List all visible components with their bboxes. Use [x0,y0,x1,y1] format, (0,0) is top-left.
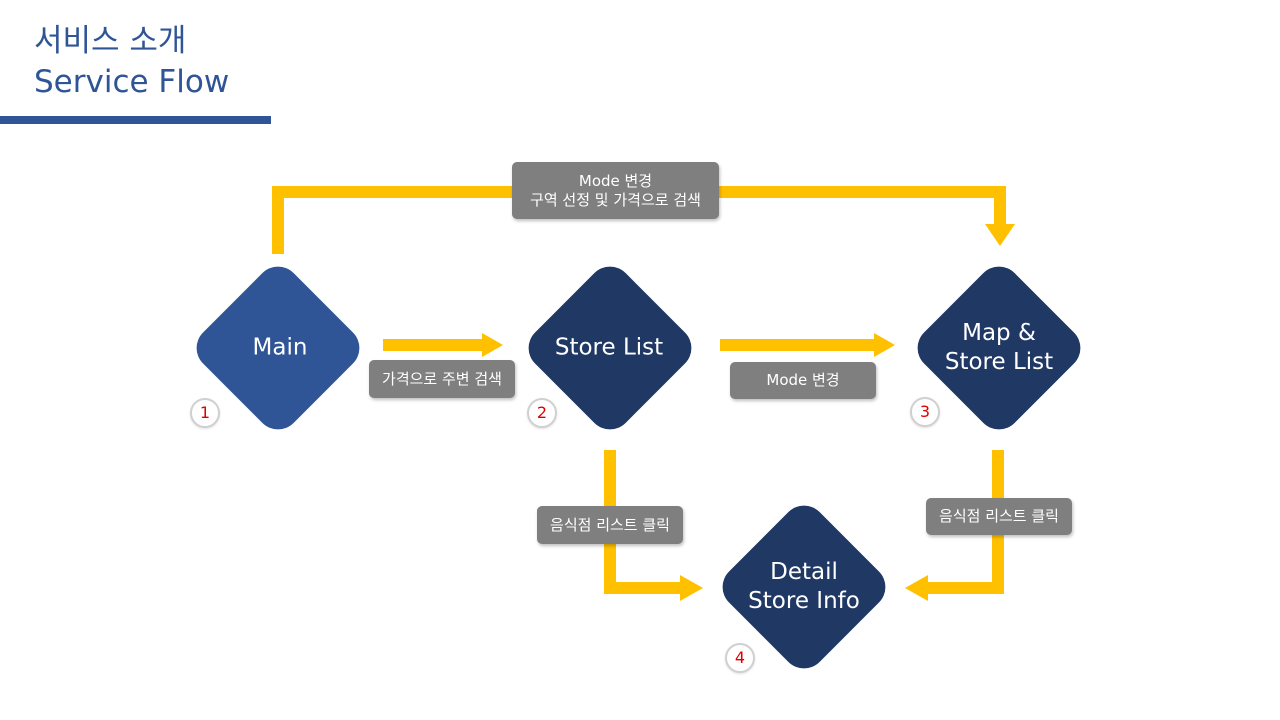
node-main-label: Main [253,334,308,363]
edge-label-map-to-detail-line: 음식점 리스트 클릭 [939,507,1059,525]
edge-label-map-to-detail: 음식점 리스트 클릭 [926,498,1072,535]
edge-label-main-to-store-list: 가격으로 주변 검색 [369,360,515,398]
edge-label-store-list-to-detail: 음식점 리스트 클릭 [537,506,683,544]
node-main-shape [196,266,360,430]
node-store-list-number-badge: 2 [527,398,557,428]
node-main-label-line: Main [252,334,308,361]
page-title-english: Service Flow [34,64,230,100]
edge-label-store-list-to-detail-line: 음식점 리스트 클릭 [550,515,670,534]
title-underline [0,116,271,124]
node-store-list-label: Store List [555,334,663,363]
edge-label-store-list-to-map-line: Mode 변경 [766,371,840,389]
node-store-list-label-line: Store List [554,334,664,361]
edge-label-main-to-map-line-2: 구역 선정 및 가격으로 검색 [530,190,701,209]
arrow-main-to-store-list [383,333,503,357]
node-detail-store-info-shape [722,505,886,669]
node-map-store-list-label-line-2: Store List [944,349,1054,375]
node-detail-store-info-number-badge: 4 [725,643,755,673]
node-map-store-list-shape [917,266,1081,430]
node-map-store-list-label-line-1: Map & [962,320,1036,346]
node-detail-store-info-label: Detail Store Info [748,558,860,616]
node-map-store-list-number-badge: 3 [910,397,940,427]
arrow-store-list-to-detail [604,450,703,601]
node-detail-store-info-label-line-1: Detail [770,559,838,585]
arrow-store-list-to-map [720,333,895,357]
node-store-list-shape [528,266,692,430]
node-main-number-badge: 1 [190,398,220,428]
edge-label-main-to-map: Mode 변경 구역 선정 및 가격으로 검색 [512,162,719,219]
node-map-store-list-label: Map & Store List [945,319,1053,377]
edge-label-store-list-to-map: Mode 변경 [730,362,876,399]
node-detail-store-info-label-line-2: Store Info [748,588,860,614]
arrow-map-to-detail [905,450,1004,601]
edge-label-main-to-map-line-1: Mode 변경 [578,171,653,190]
page-title-korean: 서비스 소개 [34,23,187,59]
edge-label-main-to-store-list-line: 가격으로 주변 검색 [382,369,502,388]
